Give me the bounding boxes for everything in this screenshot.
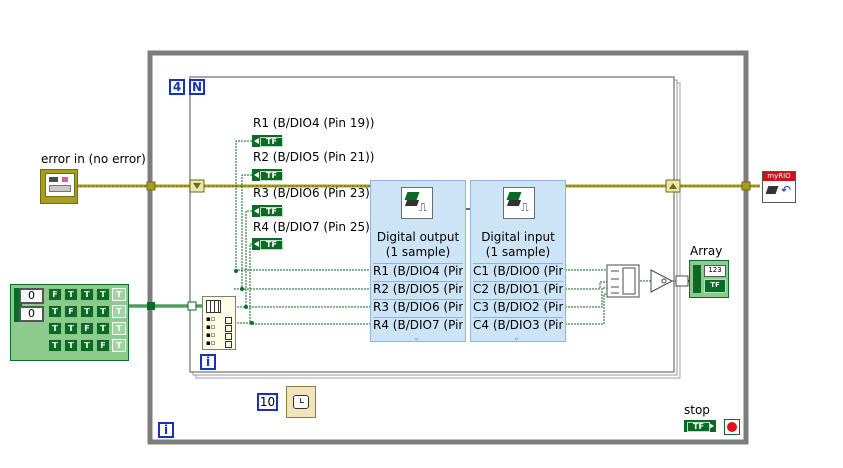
r3-boolean[interactable]: TF	[252, 205, 283, 217]
cluster-icon	[45, 173, 75, 197]
bool-cell[interactable]: T	[48, 339, 62, 352]
array-label: Array	[690, 244, 723, 258]
bool-cell[interactable]: T	[48, 322, 62, 335]
bool-cell[interactable]: F	[48, 288, 62, 301]
bool-cell[interactable]: F	[96, 339, 110, 352]
r4-boolean[interactable]: TF	[252, 238, 283, 250]
digital-input-node[interactable]: ⎍ Digital input (1 sample) C1 (B/DIO0 (P…	[470, 180, 566, 342]
r2-boolean[interactable]: TF	[252, 169, 283, 181]
loop-condition-terminal[interactable]	[724, 419, 740, 435]
error-tunnel-left	[146, 181, 156, 191]
error-in-cluster[interactable]	[40, 169, 78, 204]
bool-cell[interactable]: T	[64, 322, 78, 335]
do-terminal-r3[interactable]: R3 (B/DIO6 (Pin	[373, 299, 463, 314]
stop-sign-icon	[727, 422, 737, 432]
do-terminal-r1[interactable]: R1 (B/DIO4 (Pin	[373, 263, 463, 278]
r2-label: R2 (B/DIO5 (Pin 21))	[253, 150, 375, 164]
array-tunnel	[147, 302, 155, 310]
bool-cell[interactable]: T	[64, 339, 78, 352]
bool-cell[interactable]: T	[48, 305, 62, 318]
bool-cell[interactable]: T	[80, 288, 94, 301]
bool-cell[interactable]: T	[112, 339, 126, 352]
digital-input-subtitle: (1 sample)	[485, 245, 551, 259]
array-element-tf: TF	[704, 279, 726, 293]
digital-input-icon: ⎍	[503, 187, 535, 219]
index-array-node[interactable]: ▪▫▪▫▪▫▪▫	[202, 296, 236, 350]
undo-arrow-icon: ↶	[781, 183, 792, 197]
index-tunnel	[187, 301, 197, 311]
stop-label: stop	[684, 403, 710, 417]
wait-function[interactable]	[286, 386, 316, 418]
r4-label: R4 (B/DIO7 (Pin 25))	[253, 220, 375, 234]
bool-cell[interactable]: T	[112, 288, 126, 301]
while-loop-border	[147, 50, 749, 445]
do-terminal-r2[interactable]: R2 (B/DIO5 (Pin	[373, 281, 463, 296]
watch-icon	[293, 395, 309, 409]
bool-cell[interactable]: T	[96, 288, 110, 301]
bool-cell[interactable]: T	[96, 322, 110, 335]
while-iteration-terminal: i	[158, 422, 174, 438]
bool-cell[interactable]: F	[64, 305, 78, 318]
di-expand-icon[interactable]: ⌄	[513, 333, 520, 342]
do-terminal-r4[interactable]: R4 (B/DIO7 (Pin	[373, 317, 463, 332]
r3-label: R3 (B/DIO6 (Pin 23))	[253, 186, 375, 200]
array-indicator[interactable]: 123 TF	[689, 260, 729, 298]
close-myrio-vi[interactable]: myRIO ↶	[762, 171, 796, 203]
bool-cell[interactable]: T	[80, 305, 94, 318]
bool-cell[interactable]: T	[96, 305, 110, 318]
di-terminal-c2[interactable]: C2 (B/DIO1 (Pin	[473, 281, 563, 296]
di-terminal-c4[interactable]: C4 (B/DIO3 (Pin	[473, 317, 563, 332]
bool-cell[interactable]: T	[112, 322, 126, 335]
digital-output-icon: ⎍	[401, 187, 433, 219]
bool-cell[interactable]: T	[64, 288, 78, 301]
stop-button[interactable]: TF	[684, 420, 716, 432]
array-index-display: 123	[704, 265, 726, 277]
error-in-label: error in (no error)	[41, 152, 146, 166]
wait-ms-constant[interactable]: 10	[257, 393, 278, 411]
r1-boolean[interactable]: TF	[252, 135, 283, 147]
loop-count-terminal: N	[189, 79, 205, 95]
array-index-1[interactable]: 0	[19, 306, 44, 322]
array-index-0[interactable]: 0	[19, 288, 44, 304]
di-terminal-c3[interactable]: C3 (B/DIO2 (Pin	[473, 299, 563, 314]
digital-output-node[interactable]: ⎍ Digital output (1 sample) R1 (B/DIO4 (…	[370, 180, 466, 342]
bool-cell[interactable]: T	[112, 305, 126, 318]
digital-input-title: Digital input	[481, 230, 555, 244]
digital-output-subtitle: (1 sample)	[385, 245, 451, 259]
myrio-header: myRIO	[763, 172, 795, 181]
bool-cell[interactable]: F	[80, 322, 94, 335]
for-iteration-terminal: i	[200, 354, 216, 370]
loop-count-constant[interactable]: 4	[169, 79, 185, 95]
error-tunnel-right	[741, 181, 751, 191]
di-terminal-c1[interactable]: C1 (B/DIO0 (Pin	[473, 263, 563, 278]
bool-cell[interactable]: T	[80, 339, 94, 352]
do-expand-icon[interactable]: ⌄	[413, 333, 420, 342]
digital-output-title: Digital output	[376, 230, 460, 244]
r1-label: R1 (B/DIO4 (Pin 19))	[253, 116, 375, 130]
